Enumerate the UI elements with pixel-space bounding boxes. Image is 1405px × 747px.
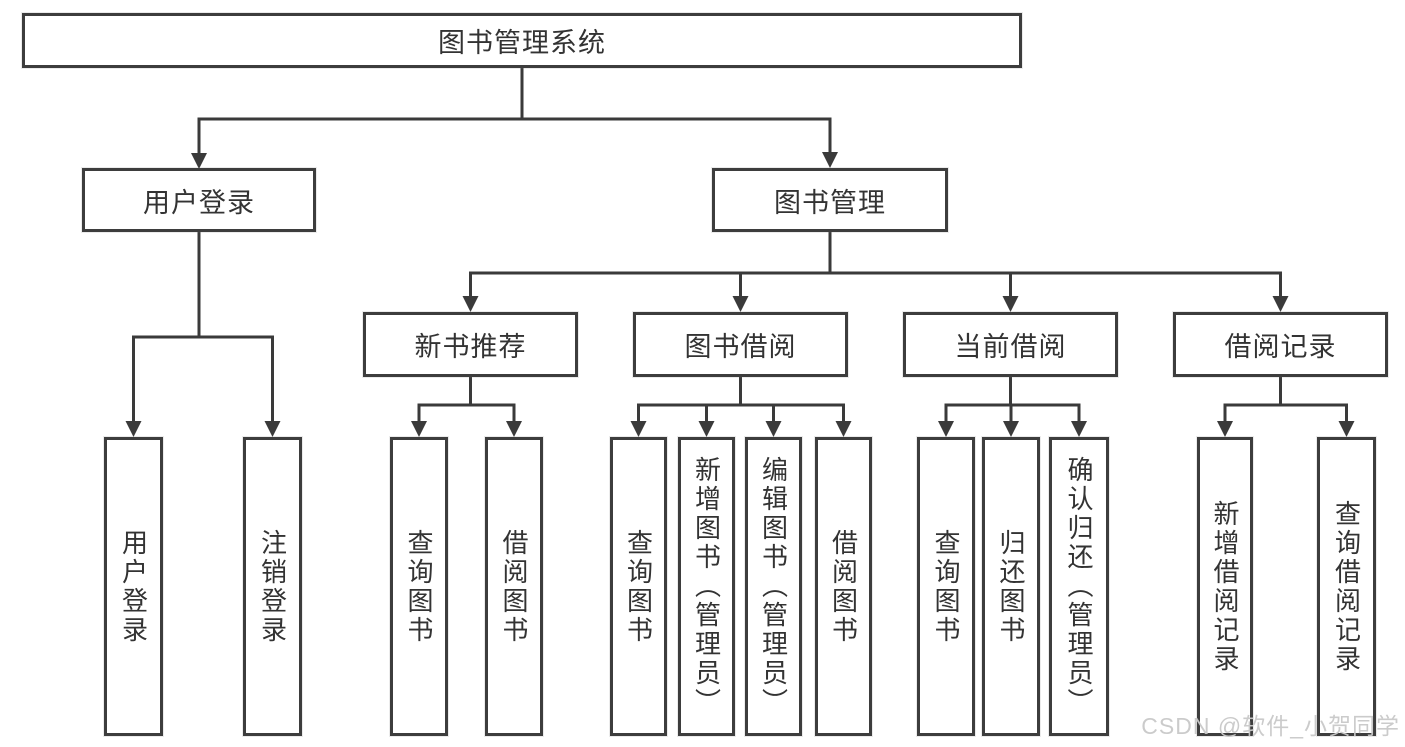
node-label: 图书管理系统 <box>438 28 606 58</box>
leaf-label: 借阅图书 <box>828 528 859 645</box>
node-label: 新书推荐 <box>414 332 527 362</box>
leaf-label: 查询借阅记录 <box>1331 499 1362 674</box>
leaf-query-books-borrowing: 查询图书 <box>610 437 667 736</box>
leaf-label: 新增图书（管理员） <box>691 456 722 717</box>
leaf-label: 注销登录 <box>257 528 288 645</box>
node-book-management: 图书管理 <box>712 168 948 232</box>
leaf-label: 查询图书 <box>404 528 434 645</box>
leaf-borrow-books-borrowing: 借阅图书 <box>815 437 872 736</box>
leaf-borrow-books-recommend: 借阅图书 <box>485 437 543 736</box>
node-label: 借阅记录 <box>1224 332 1337 362</box>
leaf-add-borrow-record: 新增借阅记录 <box>1197 437 1253 736</box>
node-library-management-system: 图书管理系统 <box>22 13 1022 68</box>
leaf-label: 归还图书 <box>996 528 1026 645</box>
leaf-label: 编辑图书（管理员） <box>758 456 789 717</box>
leaf-query-borrow-record: 查询借阅记录 <box>1317 437 1376 736</box>
node-new-book-recommend: 新书推荐 <box>363 312 578 377</box>
leaf-label: 查询图书 <box>623 528 654 645</box>
leaf-add-books-admin: 新增图书（管理员） <box>678 437 735 736</box>
leaf-return-books: 归还图书 <box>982 437 1040 736</box>
node-user-login: 用户登录 <box>82 168 316 232</box>
leaf-logout: 注销登录 <box>243 437 302 736</box>
leaf-query-books-current: 查询图书 <box>917 437 975 736</box>
leaf-label: 借阅图书 <box>499 528 529 645</box>
leaf-confirm-return-admin: 确认归还（管理员） <box>1049 437 1109 736</box>
leaf-label: 确认归还（管理员） <box>1064 456 1094 717</box>
leaf-query-books-recommend: 查询图书 <box>390 437 448 736</box>
node-label: 用户登录 <box>143 187 255 218</box>
leaf-label: 用户登录 <box>118 528 149 645</box>
node-book-borrowing: 图书借阅 <box>633 312 848 377</box>
arrowheads <box>125 152 1355 437</box>
leaf-user-login: 用户登录 <box>104 437 163 736</box>
node-borrowing-records: 借阅记录 <box>1173 312 1388 377</box>
leaf-label: 查询图书 <box>931 528 961 645</box>
node-label: 图书管理 <box>774 187 886 218</box>
csdn-watermark: CSDN @软件_小贺同学 <box>1141 713 1400 739</box>
node-label: 当前借阅 <box>954 332 1067 362</box>
node-current-borrowing: 当前借阅 <box>903 312 1118 377</box>
node-label: 图书借阅 <box>684 332 797 362</box>
leaf-label: 新增借阅记录 <box>1210 499 1240 674</box>
leaf-edit-books-admin: 编辑图书（管理员） <box>745 437 802 736</box>
